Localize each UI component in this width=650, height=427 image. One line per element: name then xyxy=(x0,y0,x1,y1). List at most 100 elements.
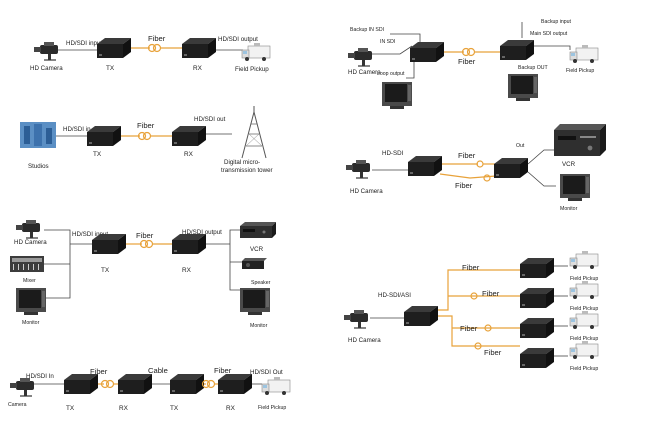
diagram-4: Camera HD/SDI In TX Fiber RX Cable TX Fi… xyxy=(8,366,291,412)
tx-device-icon xyxy=(410,42,444,62)
backup-monitor-icon xyxy=(508,74,538,101)
device-3-label: TX xyxy=(170,405,179,412)
truck-icon xyxy=(569,250,599,270)
truck-icon xyxy=(569,310,599,330)
output-label: HD/SDI output xyxy=(182,229,222,236)
input-label: HD/SDI input xyxy=(66,40,102,47)
output-label: HD/SDI Out xyxy=(250,369,283,376)
tx-label: TX xyxy=(106,65,115,72)
main-output-label: Main SDI output xyxy=(530,31,568,37)
tx-device-icon xyxy=(404,306,438,326)
device-1-label: TX xyxy=(66,405,75,412)
tx1-device-icon xyxy=(64,374,98,394)
destination-3-label: Monitor xyxy=(250,323,268,329)
tx-device-icon xyxy=(87,126,121,146)
rx-label: RX xyxy=(184,151,194,158)
output-label: HD/SDI out xyxy=(194,116,226,123)
destination-1-label: Field Pickup xyxy=(570,276,598,282)
destination-label: Field Pickup xyxy=(566,68,594,74)
destination-label-line1: Digital micro- xyxy=(224,159,260,166)
tx-device-icon xyxy=(408,156,442,176)
fiber-label: Fiber xyxy=(137,121,155,130)
fiber-label: Fiber xyxy=(148,34,166,43)
tx-device-icon xyxy=(92,234,126,254)
monitor-icon xyxy=(382,82,412,109)
truck-icon xyxy=(569,340,599,360)
source-label: HD Camera xyxy=(30,65,63,72)
cable-label: Cable xyxy=(148,366,168,375)
device-4-label: RX xyxy=(226,405,236,412)
vcr-icon xyxy=(554,124,606,156)
camera-icon xyxy=(33,41,59,61)
source-3-label: Monitor xyxy=(22,320,40,326)
fiber-coil-icon xyxy=(147,43,162,53)
monitor-icon xyxy=(560,174,590,201)
rx-device-icon xyxy=(172,126,206,146)
destination-label-line2: transmission tower xyxy=(221,167,273,174)
truck-icon xyxy=(569,280,599,300)
backup-out-label: Backup OUT xyxy=(518,65,549,71)
fiber-1-label: Fiber xyxy=(458,151,476,160)
diagram-3: HD Camera Mixer Monitor HD/SDI input TX … xyxy=(10,219,276,329)
fiber-coil-icon xyxy=(137,131,152,141)
vcr-icon xyxy=(240,222,276,238)
source-label: HD Camera xyxy=(348,337,381,344)
rx-device-icon xyxy=(520,318,554,338)
rx-device-icon xyxy=(520,348,554,368)
out-label: Out xyxy=(516,143,525,149)
camera-icon xyxy=(343,309,369,329)
diagram-1: HD Camera HD/SDI input TX Fiber RX HD/SD… xyxy=(30,34,271,73)
source-label: Studios xyxy=(28,163,49,170)
rx-device-icon xyxy=(182,38,216,58)
input-label: HD-SDI xyxy=(382,150,404,157)
rx-label: RX xyxy=(193,65,203,72)
diagram-2: Studios HD/SDI in TX Fiber RX HD/SDI out… xyxy=(20,106,273,174)
rx-label: RX xyxy=(182,267,192,274)
camera-icon xyxy=(9,377,35,397)
rx1-device-icon xyxy=(118,374,152,394)
destination-1-label: VCR xyxy=(250,246,264,253)
camera-icon xyxy=(347,47,373,67)
input-label: HD-SDI/ASI xyxy=(378,292,411,299)
rx-device-icon xyxy=(172,234,206,254)
destination-3-label: Field Pickup xyxy=(570,336,598,342)
tx-device-icon xyxy=(97,38,131,58)
rx-device-icon xyxy=(520,288,554,308)
destination-label: Field Pickup xyxy=(258,405,286,411)
fiber-coil-icon xyxy=(461,47,476,57)
destination-2-label: Field Pickup xyxy=(570,306,598,312)
rx-device-icon xyxy=(520,258,554,278)
speaker-icon xyxy=(242,258,267,269)
output-label: HD/SDI output xyxy=(218,36,258,43)
diagram-5: Backup IN SDI IN SDI HD Camera Loop outp… xyxy=(347,19,599,109)
input-label: HD/SDI In xyxy=(26,373,54,380)
fiber-2-label: Fiber xyxy=(482,289,500,298)
device-2-label: RX xyxy=(119,405,129,412)
in-sdi-label: IN SDI xyxy=(380,39,395,45)
rx-device-icon xyxy=(500,40,534,60)
fiber-coil-icon xyxy=(139,239,154,249)
loop-output-label: Loop output xyxy=(377,71,405,77)
source-1-label: HD Camera xyxy=(14,239,47,246)
transmission-tower-icon xyxy=(241,106,267,159)
fiber-1-label: Fiber xyxy=(90,367,108,376)
tx-label: TX xyxy=(101,267,110,274)
destination-label: Field Pickup xyxy=(235,66,269,73)
monitor-icon xyxy=(240,288,270,315)
fiber-3-label: Fiber xyxy=(460,324,478,333)
rx-device-icon xyxy=(494,158,528,178)
fiber-2-label: Fiber xyxy=(455,181,473,190)
destination-4-label: Field Pickup xyxy=(570,366,598,372)
tx2-device-icon xyxy=(170,374,204,394)
truck-icon xyxy=(569,44,599,64)
camera-icon xyxy=(15,219,41,239)
input-label: HD/SDI in xyxy=(63,126,91,133)
destination-1-label: VCR xyxy=(562,161,576,168)
studios-icon xyxy=(20,122,56,148)
backup-in-label: Backup IN SDI xyxy=(350,27,384,33)
source-label: HD Camera xyxy=(348,69,381,76)
rx2-device-icon xyxy=(218,374,252,394)
monitor-icon xyxy=(16,288,46,315)
